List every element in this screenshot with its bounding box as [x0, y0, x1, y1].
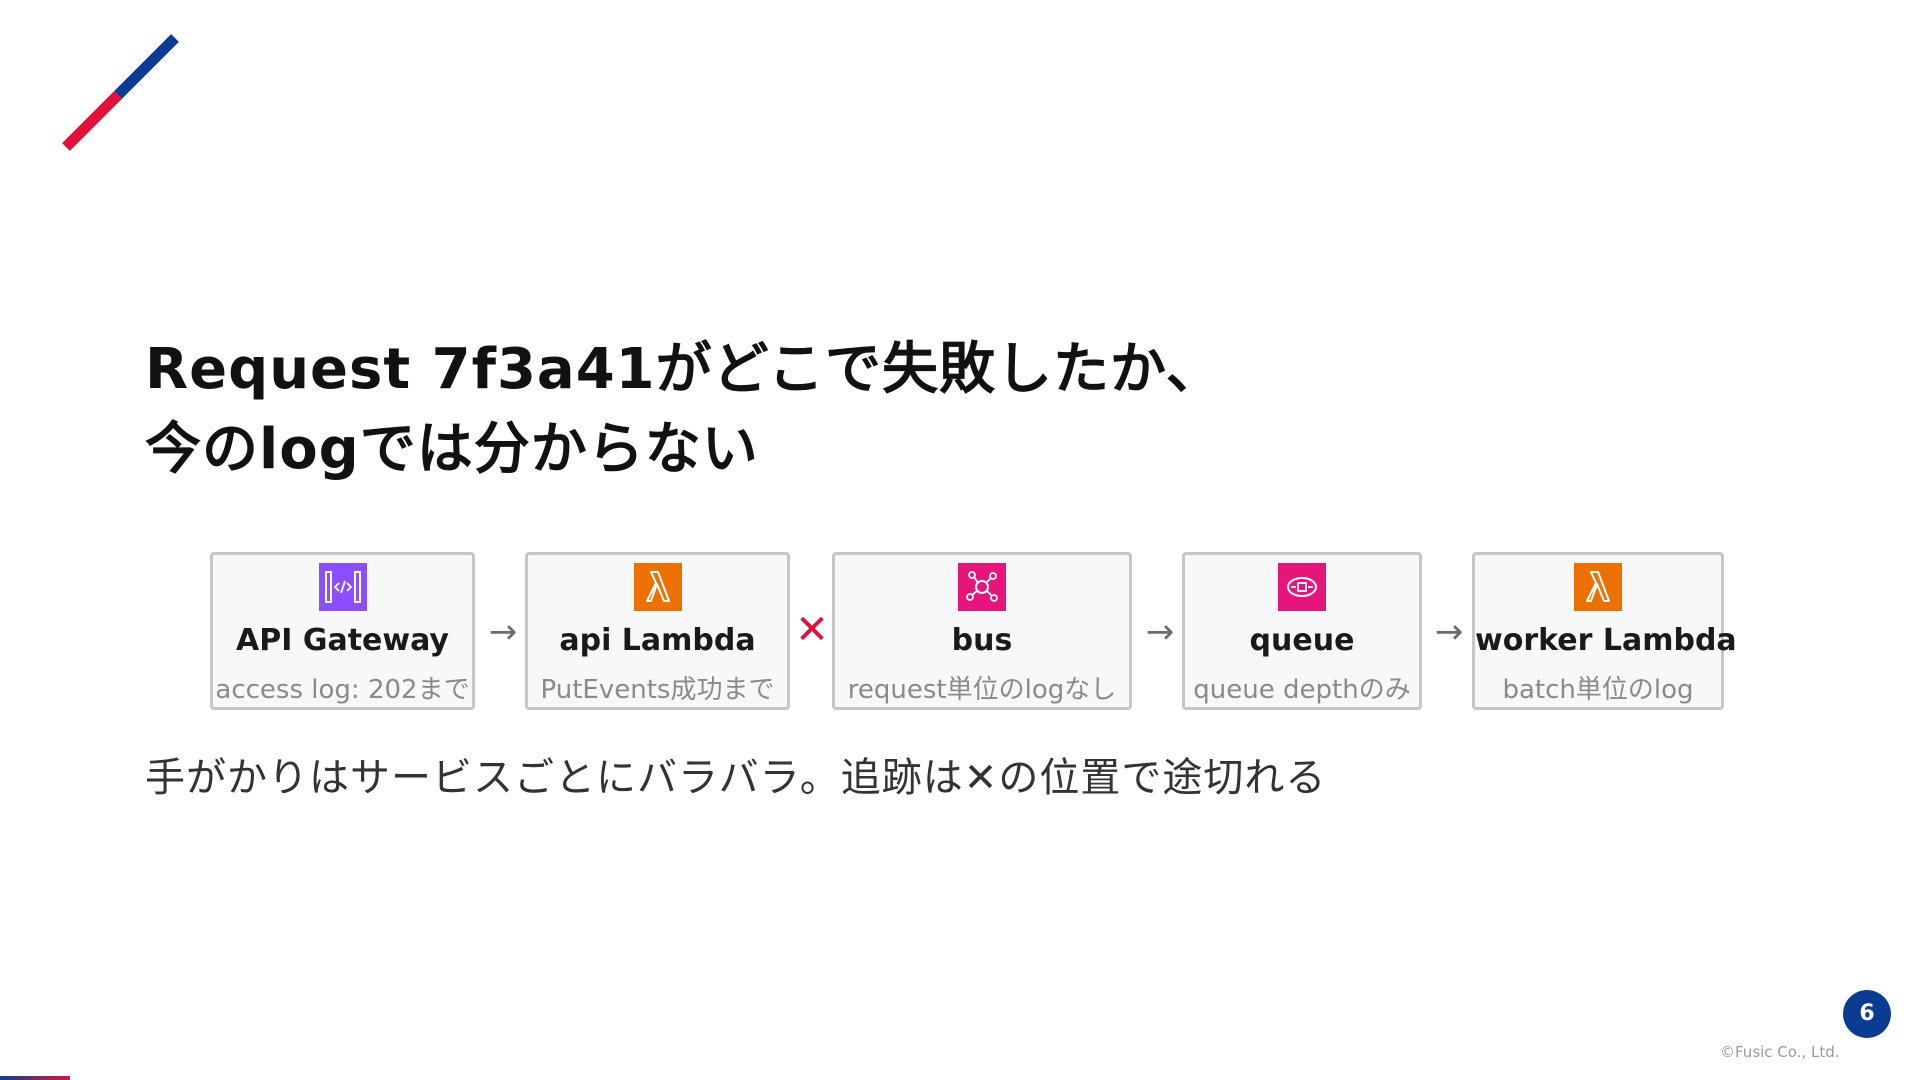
flow-arrow: → — [488, 612, 518, 652]
lambda-icon — [1574, 563, 1622, 611]
flow-node-worker-lambda: worker Lambda batch単位のlog — [1472, 552, 1737, 710]
brand-corner-line — [0, 1076, 70, 1080]
flow-arrow: → — [1145, 612, 1175, 652]
flow-arrow: → — [1434, 612, 1464, 652]
node-name: api Lambda — [559, 623, 756, 658]
flow-break-mark: ✕ — [795, 607, 829, 653]
node-name: worker Lambda — [1475, 623, 1737, 658]
flow-node-api-gateway: API Gateway access log: 202まで — [210, 552, 475, 710]
node-note: request単位のlogなし — [847, 675, 1117, 705]
slide-caption: 手がかりはサービスごとにバラバラ。追跡は✕の位置で途切れる — [145, 755, 1327, 801]
node-note: queue depthのみ — [1193, 675, 1411, 705]
title-line-2: 今のlogでは分からない — [145, 417, 759, 482]
node-note: access log: 202まで — [215, 675, 470, 705]
brand-stripe-logo — [62, 34, 179, 151]
slide-title: Request 7f3a41がどこで失敗したか、 今のlogでは分からない — [145, 330, 1223, 490]
copyright-notice: ©Fusic Co., Ltd. — [1720, 1043, 1840, 1061]
flow-node-bus: bus request単位のlogなし — [832, 552, 1132, 710]
eventbridge-icon — [958, 563, 1006, 611]
api-gateway-icon — [318, 563, 367, 611]
flow-node-api-lambda: api Lambda PutEvents成功まで — [525, 552, 790, 710]
page-number-badge: 6 — [1843, 990, 1891, 1038]
title-line-1: Request 7f3a41がどこで失敗したか、 — [145, 337, 1223, 402]
node-name: queue — [1249, 623, 1355, 658]
node-note: PutEvents成功まで — [540, 675, 775, 705]
sqs-icon — [1278, 563, 1326, 611]
flow-node-queue: queue queue depthのみ — [1182, 552, 1422, 710]
node-name: API Gateway — [236, 623, 449, 658]
lambda-icon — [633, 563, 682, 611]
node-note: batch単位のlog — [1502, 675, 1694, 705]
node-name: bus — [951, 623, 1013, 658]
